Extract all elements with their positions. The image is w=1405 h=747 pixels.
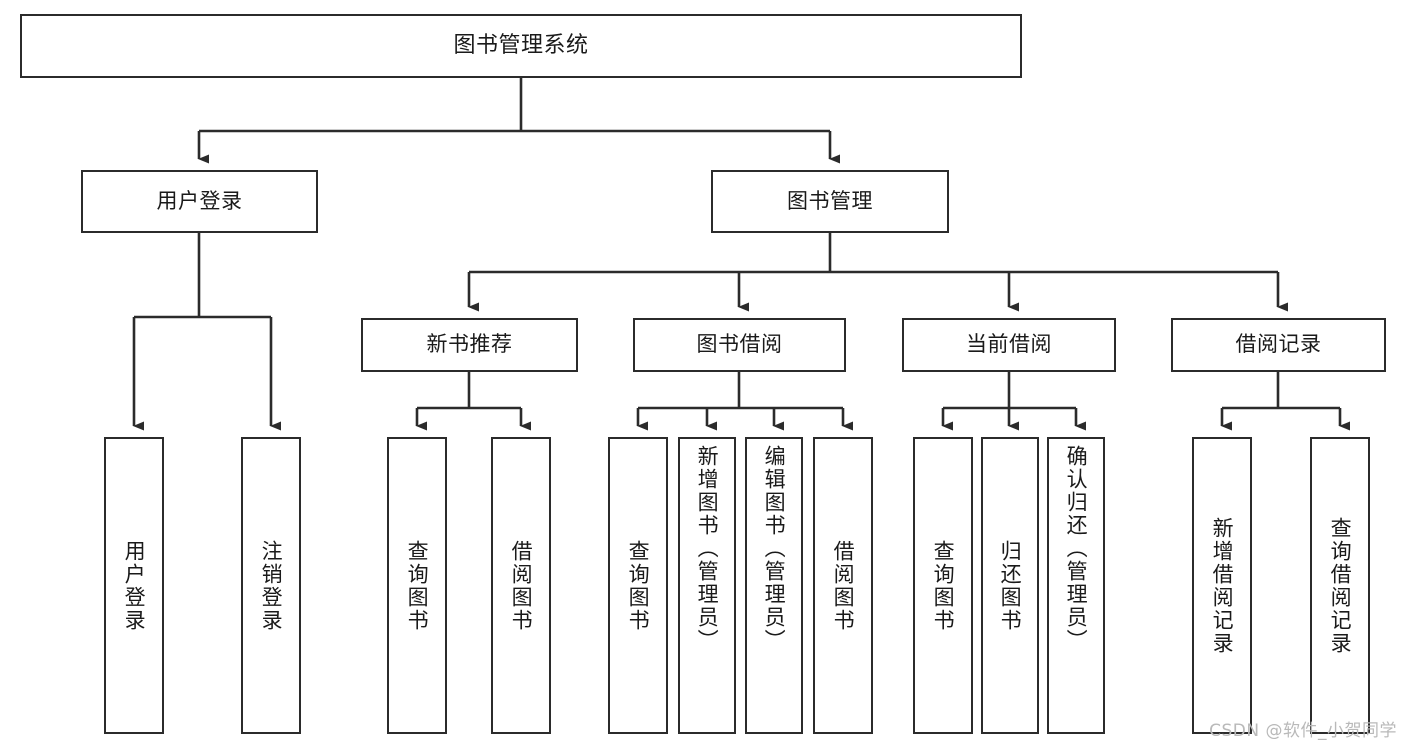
node-label: 当前借阅 bbox=[966, 332, 1052, 357]
node-label: 归还图书 bbox=[998, 539, 1023, 632]
node-user-login[interactable]: 用户登录 bbox=[81, 170, 318, 233]
node-label: 借阅记录 bbox=[1235, 332, 1322, 357]
node-label: 图书管理 bbox=[787, 188, 873, 213]
leaf-add-book-admin[interactable]: 新增图书（管理员） bbox=[678, 437, 736, 734]
node-label: 确认归还（管理员） bbox=[1064, 445, 1089, 652]
leaf-confirm-return-admin[interactable]: 确认归还（管理员） bbox=[1047, 437, 1105, 734]
leaf-query-borrow-record[interactable]: 查询借阅记录 bbox=[1310, 437, 1370, 734]
node-label: 查询借阅记录 bbox=[1328, 516, 1353, 655]
node-label: 编辑图书（管理员） bbox=[762, 445, 787, 652]
node-label: 新增借阅记录 bbox=[1210, 516, 1235, 655]
node-current-borrow[interactable]: 当前借阅 bbox=[902, 318, 1116, 372]
node-label: 借阅图书 bbox=[509, 539, 534, 632]
node-book-management-system[interactable]: 图书管理系统 bbox=[20, 14, 1022, 78]
node-book-management[interactable]: 图书管理 bbox=[711, 170, 949, 233]
node-label: 注销登录 bbox=[259, 539, 284, 632]
node-borrow-record[interactable]: 借阅记录 bbox=[1171, 318, 1386, 372]
node-book-borrow[interactable]: 图书借阅 bbox=[633, 318, 846, 372]
leaf-user-login[interactable]: 用户登录 bbox=[104, 437, 164, 734]
leaf-return-book[interactable]: 归还图书 bbox=[981, 437, 1039, 734]
leaf-borrow-book[interactable]: 借阅图书 bbox=[813, 437, 873, 734]
node-new-book-recommend[interactable]: 新书推荐 bbox=[361, 318, 578, 372]
leaf-add-borrow-record[interactable]: 新增借阅记录 bbox=[1192, 437, 1252, 734]
node-label: 新书推荐 bbox=[426, 332, 513, 357]
leaf-query-book-borrow[interactable]: 查询图书 bbox=[608, 437, 668, 734]
node-label: 图书管理系统 bbox=[453, 32, 589, 58]
leaf-query-book-recommend[interactable]: 查询图书 bbox=[387, 437, 447, 734]
node-label: 借阅图书 bbox=[831, 539, 856, 632]
node-label: 用户登录 bbox=[122, 539, 147, 632]
node-label: 查询图书 bbox=[626, 539, 651, 632]
leaf-query-book-current[interactable]: 查询图书 bbox=[913, 437, 973, 734]
node-label: 查询图书 bbox=[405, 539, 430, 632]
node-label: 新增图书（管理员） bbox=[695, 445, 720, 652]
leaf-logout-login[interactable]: 注销登录 bbox=[241, 437, 301, 734]
leaf-borrow-book-recommend[interactable]: 借阅图书 bbox=[491, 437, 551, 734]
node-label: 查询图书 bbox=[931, 539, 956, 632]
leaf-edit-book-admin[interactable]: 编辑图书（管理员） bbox=[745, 437, 803, 734]
node-label: 图书借阅 bbox=[696, 332, 783, 357]
node-label: 用户登录 bbox=[156, 188, 243, 213]
